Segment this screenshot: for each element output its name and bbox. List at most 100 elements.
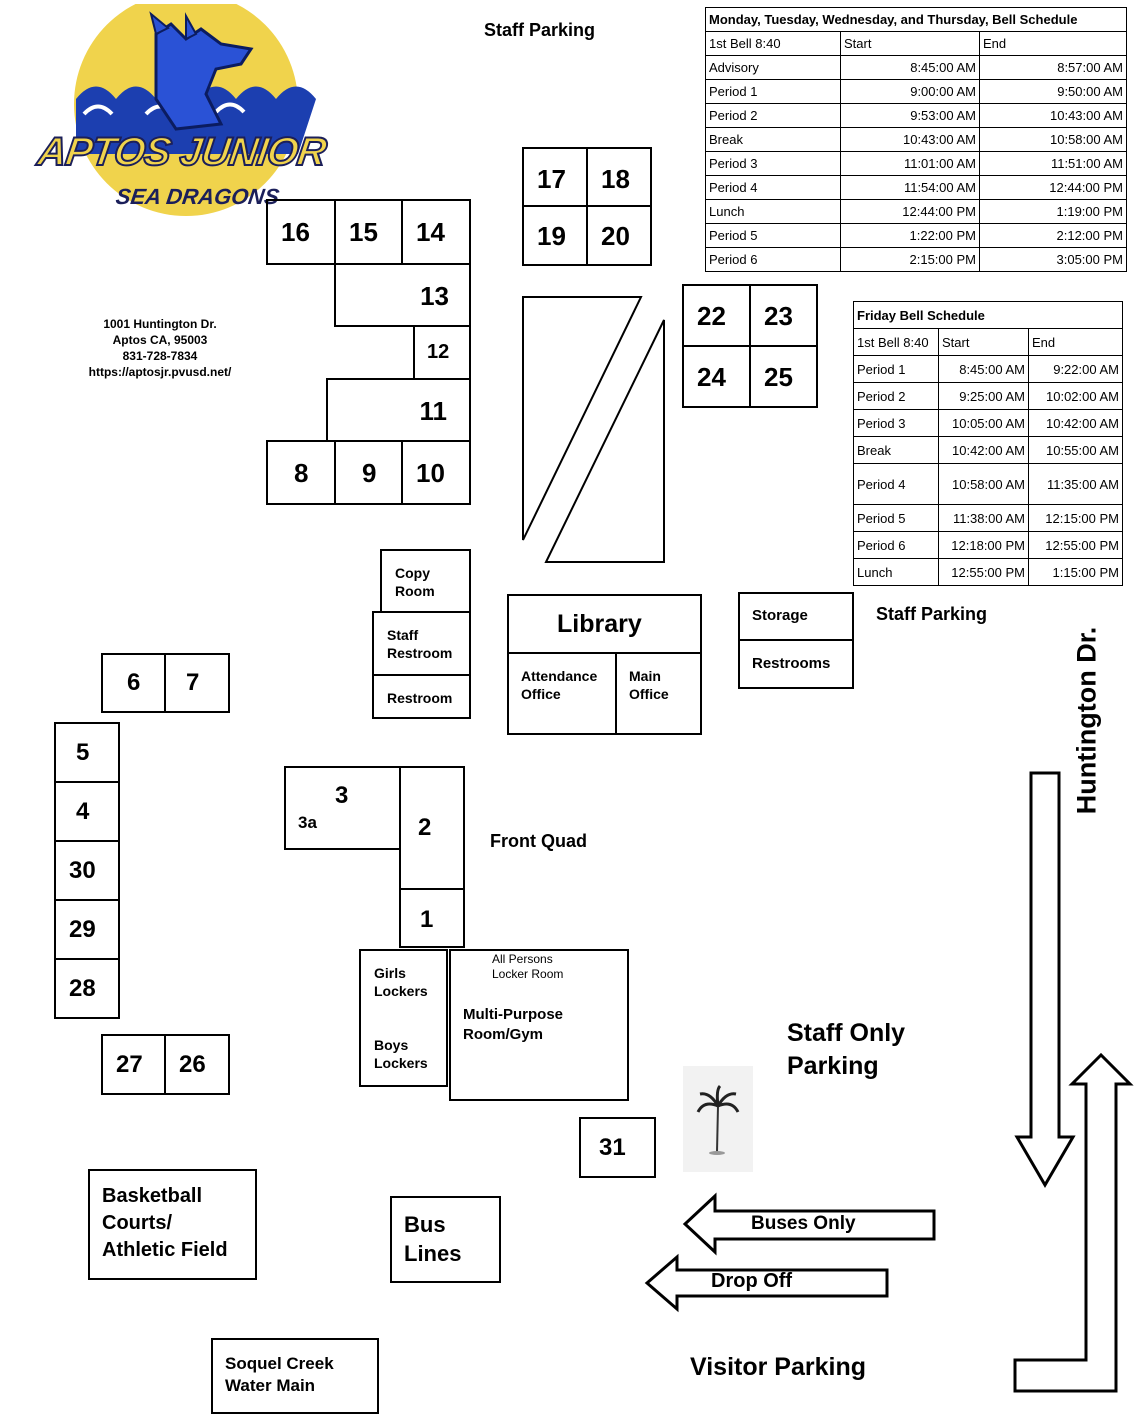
room-2[interactable]: 2 — [399, 766, 465, 890]
mtwth-cell-start: 9:53:00 AM — [840, 103, 980, 128]
staff-parking-top-label: Staff Parking — [484, 20, 596, 40]
huntington-dr-label: Huntington Dr. — [1071, 626, 1102, 815]
mtwth-bell-schedule: Monday, Tuesday, Wednesday, and Thursday… — [705, 7, 1127, 272]
mtwth-cell-end: 12:44:00 PM — [979, 175, 1127, 200]
room-14[interactable]: 14 — [401, 199, 471, 265]
room-15[interactable]: 15 — [334, 199, 403, 265]
library[interactable]: Library — [507, 594, 702, 654]
room-13[interactable]: 13 — [334, 263, 471, 327]
girls-lockers-line-1: Girls — [374, 965, 406, 981]
room-26[interactable]: 26 — [164, 1034, 230, 1095]
mtwth-head-bell: 1st Bell 8:40 — [705, 31, 841, 56]
friday-bell-schedule: Friday Bell Schedule 1st Bell 8:40 Start… — [853, 301, 1123, 586]
restroom-label: Restroom — [387, 690, 453, 706]
room-24[interactable]: 24 — [682, 345, 751, 408]
room-11[interactable]: 11 — [326, 378, 471, 442]
mtwth-cell-end: 10:43:00 AM — [979, 103, 1127, 128]
room-28[interactable]: 28 — [54, 958, 120, 1019]
room-10[interactable]: 10 — [401, 440, 471, 505]
boys-lockers-label: Boys Lockers — [374, 1036, 428, 1072]
restroom[interactable]: Restroom — [372, 674, 471, 719]
drop-off-label: Drop Off — [711, 1270, 793, 1292]
mtwth-cell-label: Lunch — [705, 199, 841, 224]
friday-cell-start: 11:38:00 AM — [938, 504, 1029, 532]
room-19[interactable]: 19 — [522, 205, 588, 266]
room-5[interactable]: 5 — [54, 722, 120, 783]
copy-room-line-2: Room — [395, 583, 435, 599]
room-17[interactable]: 17 — [522, 147, 588, 207]
mtwth-cell-start: 8:45:00 AM — [840, 55, 980, 80]
mtwth-cell-label: Period 1 — [705, 79, 841, 104]
main-office-line-2: Office — [629, 686, 669, 702]
palm-tree-image — [683, 1066, 753, 1172]
room-30[interactable]: 30 — [54, 840, 120, 901]
room-22-number: 22 — [697, 301, 726, 331]
lockers[interactable]: Girls Lockers Boys Lockers — [359, 949, 448, 1087]
multi-purpose-room[interactable]: All Persons Locker Room Multi-Purpose Ro… — [449, 949, 629, 1101]
main-office-line-1: Main — [629, 668, 661, 684]
main-office[interactable]: Main Office — [615, 652, 702, 735]
mtwth-cell-start: 10:43:00 AM — [840, 127, 980, 152]
staff-restroom[interactable]: Staff Restroom — [372, 611, 471, 676]
basketball-courts[interactable]: Basketball Courts/ Athletic Field — [88, 1169, 257, 1280]
buses-only-label: Buses Only — [751, 1213, 856, 1234]
school-address: 1001 Huntington Dr. Aptos CA, 95003 831-… — [60, 316, 260, 380]
room-11-number: 11 — [419, 396, 448, 426]
room-8-number: 8 — [294, 458, 309, 488]
room-20[interactable]: 20 — [586, 205, 652, 266]
staff-restroom-line-2: Restroom — [387, 645, 453, 661]
room-6[interactable]: 6 — [101, 653, 166, 713]
room-4[interactable]: 4 — [54, 781, 120, 842]
staff-only-parking-label: Staff Only Parking — [787, 1017, 905, 1083]
room-22[interactable]: 22 — [682, 284, 751, 347]
boys-lockers-line-2: Lockers — [374, 1055, 428, 1071]
room-27[interactable]: 27 — [101, 1034, 166, 1095]
room-14-number: 14 — [416, 217, 445, 247]
storage[interactable]: Storage — [738, 592, 854, 641]
friday-cell-end: 10:55:00 AM — [1028, 436, 1123, 464]
road-arrow-down-icon — [1014, 771, 1076, 1188]
room-7[interactable]: 7 — [164, 653, 230, 713]
bus-lines[interactable]: Bus Lines — [390, 1196, 501, 1283]
room-25[interactable]: 25 — [749, 345, 818, 408]
attendance-office[interactable]: Attendance Office — [507, 652, 617, 735]
friday-cell-end: 12:55:00 PM — [1028, 531, 1123, 559]
room-29[interactable]: 29 — [54, 899, 120, 960]
water-main[interactable]: Soquel Creek Water Main — [211, 1338, 379, 1414]
girls-lockers-label: Girls Lockers — [374, 964, 428, 1000]
restrooms[interactable]: Restrooms — [738, 639, 854, 689]
room-10-number: 10 — [416, 458, 445, 488]
room-19-number: 19 — [537, 221, 566, 251]
staff-restroom-line-1: Staff — [387, 627, 419, 643]
room-23[interactable]: 23 — [749, 284, 818, 347]
mtwth-head-end: End — [979, 31, 1127, 56]
room-8[interactable]: 8 — [266, 440, 336, 505]
mtwth-cell-start: 12:44:00 PM — [840, 199, 980, 224]
room-23-number: 23 — [764, 301, 793, 331]
room-12[interactable]: 12 — [413, 325, 471, 380]
room-24-number: 24 — [697, 362, 726, 392]
room-20-number: 20 — [601, 221, 630, 251]
room-1[interactable]: 1 — [399, 888, 465, 948]
restrooms-label: Restrooms — [752, 655, 831, 672]
room-9[interactable]: 9 — [334, 440, 403, 505]
room-18[interactable]: 18 — [586, 147, 652, 207]
room-15-number: 15 — [349, 217, 378, 247]
room-31[interactable]: 31 — [579, 1117, 656, 1178]
room-3[interactable]: 3 3a — [284, 766, 401, 850]
friday-cell-label: Period 6 — [853, 531, 939, 559]
friday-cell-end: 1:15:00 PM — [1028, 558, 1123, 586]
address-url[interactable]: https://aptosjr.pvusd.net/ — [88, 365, 232, 379]
water-main-line-2: Water Main — [225, 1376, 316, 1395]
logo-graphic — [74, 4, 316, 216]
all-persons-line-1: All Persons — [492, 952, 553, 966]
room-3a-number: 3a — [298, 813, 317, 832]
room-16[interactable]: 16 — [266, 199, 336, 265]
mtwth-cell-label: Period 4 — [705, 175, 841, 200]
copy-room[interactable]: Copy Room — [380, 549, 471, 613]
logo-title: APTOS JUNIOR — [34, 129, 330, 175]
